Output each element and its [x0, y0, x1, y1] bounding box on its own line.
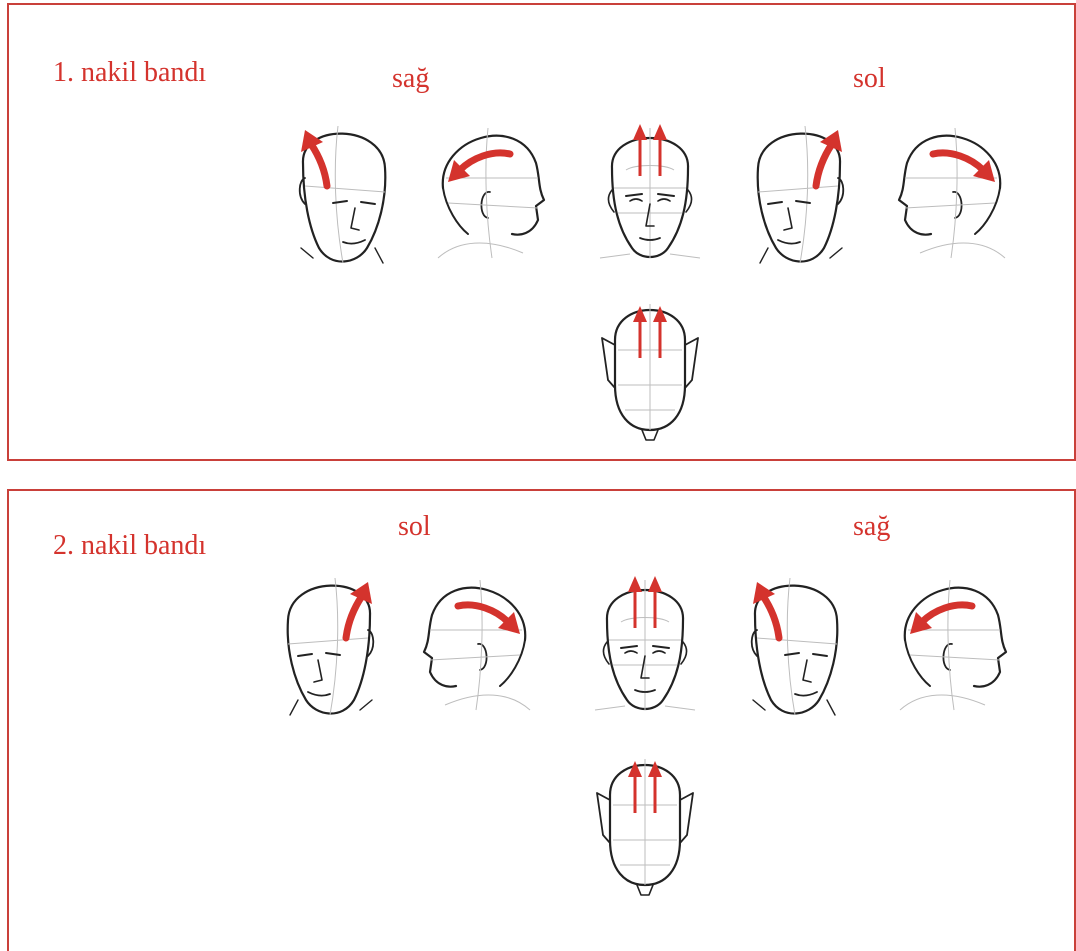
band-1-left-side-label: sağ	[392, 63, 429, 95]
band-2-head-three-quarter-right-icon	[270, 560, 390, 720]
band-1-head-three-quarter-right-icon	[740, 108, 860, 268]
band-2-head-front-icon	[585, 560, 705, 720]
band-2-left-side-label: sol	[398, 511, 431, 543]
band-2-right-side-label: sağ	[853, 511, 890, 543]
band-2-head-profile-left-icon	[420, 560, 540, 720]
band-2-head-profile-right-icon	[890, 560, 1010, 720]
band-1-head-three-quarter-left-icon	[283, 108, 403, 268]
band-2-head-top-view-icon	[585, 745, 705, 905]
band-2-title: 2. nakil bandı	[53, 530, 206, 562]
band-1-head-profile-left-icon	[895, 108, 1015, 268]
transplant-band-2-panel: 2. nakil bandı sol sağ	[7, 489, 1076, 951]
band-1-title: 1. nakil bandı	[53, 57, 206, 89]
band-1-head-front-icon	[590, 108, 710, 268]
band-1-right-side-label: sol	[853, 63, 886, 95]
band-2-head-three-quarter-left-icon	[735, 560, 855, 720]
band-1-head-profile-right-icon	[428, 108, 548, 268]
band-1-head-top-view-icon	[590, 290, 710, 450]
